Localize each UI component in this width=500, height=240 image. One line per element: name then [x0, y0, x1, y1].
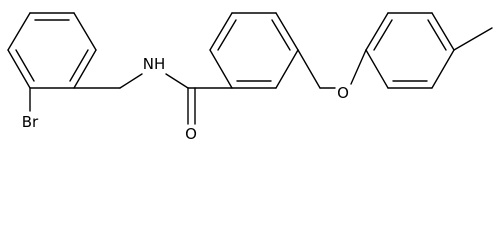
- double-bond-inner: [427, 19, 447, 51]
- methyl-bond: [453, 27, 493, 51]
- bond: [7, 49, 31, 89]
- amide-nitrogen-label: NH: [143, 55, 166, 73]
- bond: [275, 12, 299, 51]
- double-bond-inner: [69, 49, 89, 82]
- bond-ether-o-ring: [350, 49, 367, 85]
- bond-ch2-n: [119, 73, 143, 89]
- double-bond-inner: [217, 19, 237, 51]
- bond-ring-ether-o: [297, 49, 321, 89]
- bond: [73, 12, 97, 51]
- bond: [365, 49, 389, 89]
- bond: [209, 49, 233, 89]
- bond: [73, 49, 97, 89]
- ether-oxygen-label: O: [337, 84, 349, 102]
- bond-n-carbonyl: [165, 73, 189, 89]
- bond: [365, 12, 389, 51]
- bond: [275, 49, 299, 89]
- bond: [7, 12, 31, 51]
- bromine-atom-label: Br: [22, 113, 39, 131]
- bond: [431, 12, 455, 51]
- bond: [431, 49, 455, 89]
- double-bond-inner: [15, 49, 35, 82]
- double-bond-inner: [271, 19, 291, 51]
- carbonyl-oxygen-label: O: [185, 125, 197, 143]
- molecule-diagram: Br NH O O: [7, 12, 493, 143]
- tolyl-ring: [365, 12, 455, 89]
- double-bond-inner: [373, 19, 393, 51]
- bromophenyl-ring: [7, 12, 97, 89]
- bond: [209, 12, 233, 51]
- benzamide-ring: [209, 12, 299, 89]
